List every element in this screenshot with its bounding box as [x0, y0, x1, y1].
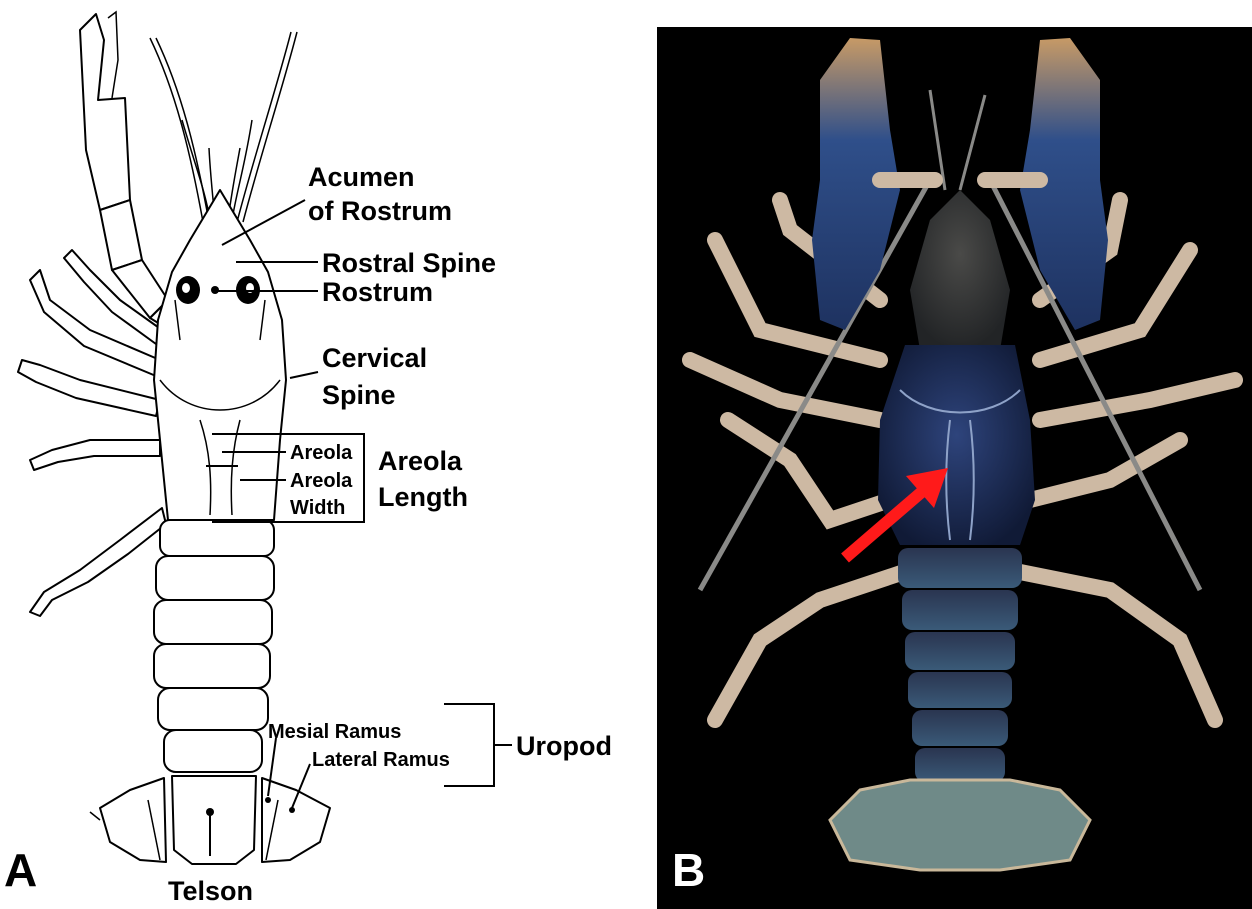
- panel-letter-a: A: [4, 844, 37, 896]
- label-areola-length-line2: Length: [378, 482, 468, 512]
- panel-a-line-drawing: Acumen of Rostrum Rostral Spine Rostrum …: [4, 12, 612, 906]
- label-lateral-ramus: Lateral Ramus: [312, 749, 450, 771]
- label-rostral-spine: Rostral Spine: [322, 248, 496, 278]
- panel-b-photograph: B: [657, 27, 1252, 909]
- label-cervical-line2: Spine: [322, 380, 396, 410]
- antennae-drawing: [150, 32, 297, 222]
- label-acumen-line1: Acumen: [308, 162, 415, 192]
- label-cervical-line1: Cervical: [322, 343, 427, 373]
- panel-letter-b: B: [672, 844, 705, 896]
- label-telson: Telson: [168, 876, 253, 906]
- label-areola-width-line1: Areola: [290, 470, 353, 492]
- carapace-drawing: [154, 190, 286, 520]
- label-mesial-ramus: Mesial Ramus: [268, 721, 401, 743]
- label-areola: Areola: [290, 442, 353, 464]
- label-rostrum: Rostrum: [322, 277, 433, 307]
- label-uropod: Uropod: [516, 731, 612, 761]
- abdomen-drawing: [154, 520, 274, 772]
- label-areola-length-line1: Areola: [378, 446, 463, 476]
- label-areola-width-line2: Width: [290, 497, 345, 519]
- label-acumen-line2: of Rostrum: [308, 196, 452, 226]
- crayfish-photo-tail-fan: [830, 780, 1090, 870]
